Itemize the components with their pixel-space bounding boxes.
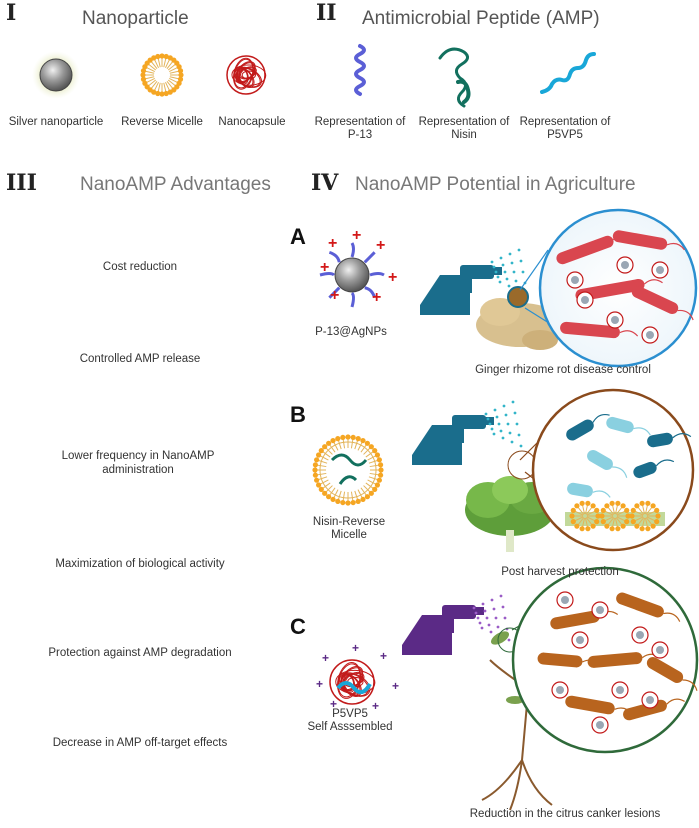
section-iv-title: NanoAMP Potential in Agriculture bbox=[355, 174, 636, 195]
svg-text:+: + bbox=[352, 641, 359, 655]
silver-nanoparticle-icon bbox=[32, 51, 80, 99]
svg-text:+: + bbox=[320, 259, 329, 276]
nanocapsule-icon bbox=[226, 55, 267, 95]
spray-bottle-a-icon bbox=[420, 265, 502, 315]
section-i-numeral: I bbox=[6, 0, 17, 26]
nisin-micelle-icon bbox=[312, 434, 384, 506]
ginger-rhizome-icon bbox=[476, 286, 564, 350]
svg-text:+: + bbox=[330, 287, 339, 304]
panel-a-formulation: P-13@AgNPs bbox=[315, 326, 387, 338]
section-ii-title: Antimicrobial Peptide (AMP) bbox=[362, 8, 600, 29]
section-iii-title: NanoAMP Advantages bbox=[80, 174, 271, 195]
advantage-item: Lower frequency in NanoAMP administratio… bbox=[61, 450, 215, 476]
advantage-item: Controlled AMP release bbox=[79, 353, 201, 365]
spray-mist-a-icon bbox=[490, 248, 529, 296]
nisin-peptide-icon bbox=[438, 47, 471, 108]
panel-c-letter: C bbox=[290, 614, 306, 639]
svg-text:+: + bbox=[376, 237, 385, 254]
silver-nanoparticle-label: Silver nanoparticle bbox=[8, 116, 104, 128]
reverse-micelle-label: Reverse Micelle bbox=[121, 116, 203, 128]
svg-text:+: + bbox=[316, 677, 323, 691]
section-i-title: Nanoparticle bbox=[82, 8, 189, 29]
nanocapsule-label: Nanocapsule bbox=[218, 116, 286, 128]
svg-text:+: + bbox=[352, 227, 361, 244]
svg-text:+: + bbox=[322, 651, 329, 665]
panel-c-application: Reduction in the citrus canker lesions bbox=[469, 808, 661, 820]
p13-agnps-icon: +++++++ bbox=[319, 227, 397, 308]
reverse-micelle-icon bbox=[140, 53, 184, 97]
panel-a-application: Ginger rhizome rot disease control bbox=[475, 364, 651, 376]
svg-text:+: + bbox=[392, 679, 399, 693]
spray-mist-b-icon bbox=[484, 400, 523, 448]
spray-mist-c-icon bbox=[472, 594, 511, 642]
citrus-plant-icon bbox=[481, 631, 586, 811]
spray-bottle-b-icon bbox=[412, 415, 494, 465]
advantage-item: Cost reduction bbox=[102, 261, 178, 273]
panel-b-letter: B bbox=[290, 402, 306, 427]
svg-text:+: + bbox=[372, 289, 381, 306]
p5vp5-capsule-icon: +++++++ bbox=[316, 641, 399, 713]
zoom-circle-b bbox=[531, 388, 695, 552]
svg-text:+: + bbox=[328, 235, 337, 252]
panel-b-application: Post harvest protection bbox=[501, 566, 619, 578]
panel-a-letter: A bbox=[290, 224, 306, 249]
zoom-circle-c bbox=[511, 566, 699, 754]
p5vp5-peptide-icon bbox=[540, 52, 596, 94]
p13-peptide-icon bbox=[354, 44, 366, 96]
zoom-circle-a bbox=[538, 208, 698, 368]
lettuce-icon bbox=[465, 476, 555, 552]
advantage-item: Decrease in AMP off-target effects bbox=[52, 737, 228, 749]
section-iv-numeral: IV bbox=[311, 170, 339, 196]
svg-text:+: + bbox=[380, 649, 387, 663]
advantage-item: Protection against AMP degradation bbox=[48, 647, 232, 659]
advantage-item: Maximization of biological activity bbox=[55, 558, 225, 570]
spray-bottle-c-icon bbox=[402, 605, 484, 655]
section-iii-numeral: III bbox=[6, 170, 37, 196]
section-ii-numeral: II bbox=[316, 0, 337, 26]
svg-text:+: + bbox=[388, 269, 397, 286]
